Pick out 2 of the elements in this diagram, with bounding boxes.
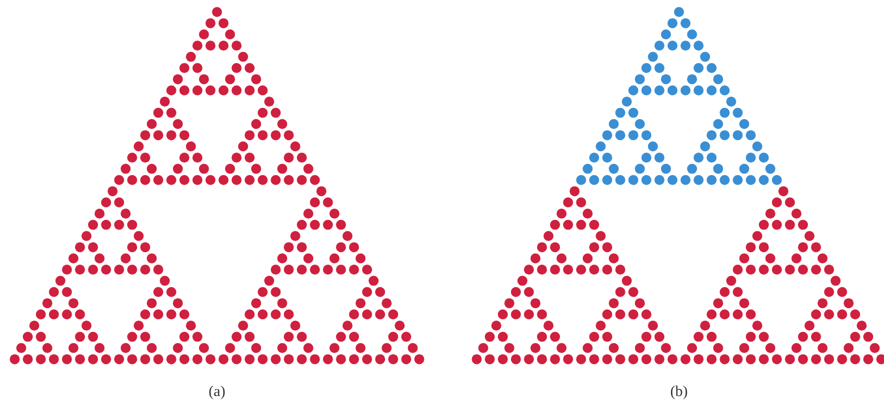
panel-label: (b) bbox=[670, 384, 688, 401]
panel-label: (a) bbox=[208, 384, 226, 401]
